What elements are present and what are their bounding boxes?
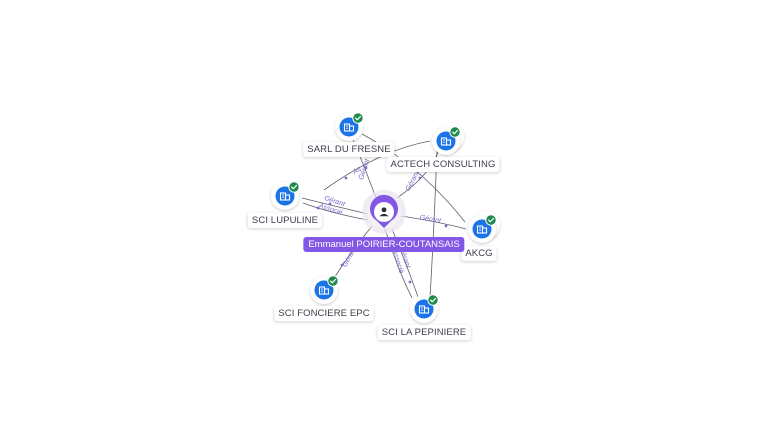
company-label-pepiniere[interactable]: SCI LA PEPINIERE (377, 325, 471, 340)
building-icon (414, 299, 434, 319)
company-label-actech[interactable]: ACTECH CONSULTING (386, 157, 500, 172)
company-node-fonciere[interactable] (310, 275, 339, 304)
company-node-akcg[interactable] (468, 211, 500, 243)
nodes-layer (271, 112, 500, 323)
company-node-actech[interactable] (432, 123, 464, 155)
company-node-pepiniere[interactable] (410, 294, 439, 323)
building-icon (314, 280, 334, 300)
person-label[interactable]: Emmanuel POIRIER-COUTANSAIS (303, 237, 465, 252)
building-icon (275, 186, 295, 206)
company-label-sarl[interactable]: SARL DU FRESNE (303, 142, 395, 157)
user-icon (379, 207, 389, 217)
company-node-sarl[interactable] (335, 112, 364, 141)
edge-pep2 (384, 228, 413, 299)
company-label-lupuline[interactable]: SCI LUPULINE (247, 213, 323, 228)
edge-lupuline2 (302, 202, 369, 221)
edge-arrow-icon (444, 224, 448, 228)
check-icon (352, 112, 364, 124)
edge-pepiniere (391, 228, 419, 298)
edge-arrow-icon (344, 176, 348, 180)
edge-sarl_actech (323, 140, 431, 191)
check-icon (485, 214, 497, 226)
person-node[interactable] (362, 190, 406, 234)
edge-arrow-icon (328, 202, 332, 206)
edge-label: As (351, 165, 363, 176)
check-icon (427, 294, 439, 306)
edge-label: Gérant (419, 214, 442, 225)
edge-arrow-icon (364, 166, 368, 170)
check-icon (288, 181, 300, 193)
edge-arrow-icon (316, 206, 320, 210)
edge-arrow-icon (408, 280, 412, 284)
edge-akcg (400, 215, 467, 230)
company-label-fonciere[interactable]: SCI FONCIERE EPC (274, 306, 374, 321)
check-icon (449, 126, 461, 138)
company-label-akcg[interactable]: AKCG (461, 246, 497, 261)
edge-lupuline (301, 197, 369, 215)
building-icon (436, 131, 456, 151)
building-icon (339, 117, 359, 137)
check-icon (327, 275, 339, 287)
edge-label: Gérant (405, 169, 422, 192)
company-node-lupuline[interactable] (271, 181, 300, 210)
edge-arrow-icon (340, 263, 344, 267)
edge-arrow-icon (418, 176, 422, 180)
building-icon (472, 219, 492, 239)
